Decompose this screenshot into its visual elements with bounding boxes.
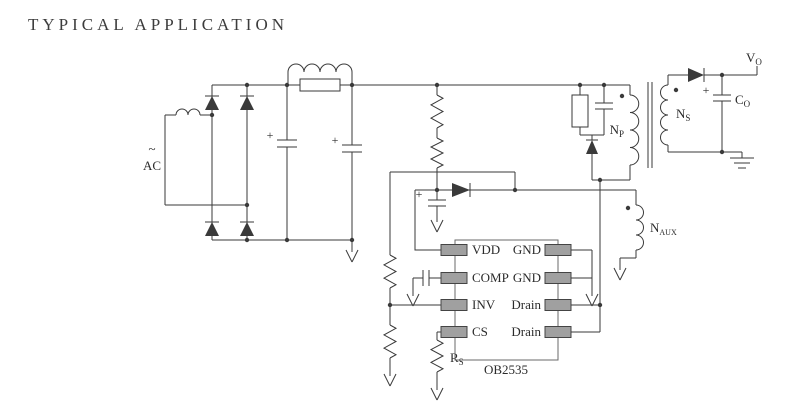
output-diode-icon (688, 68, 705, 82)
ic-ob2535: VDD COMP INV CS GND GND Drain Drain OB25… (440, 239, 572, 377)
core-lines (647, 82, 653, 168)
vdd-capacitor: + (416, 187, 446, 222)
pin-label-comp: COMP (472, 270, 509, 285)
pin-comp (440, 272, 468, 284)
pin-gnd-1 (544, 244, 572, 256)
gnd-pin-wiring (571, 249, 599, 307)
polarity-plus-label: + (703, 83, 710, 97)
startup-resistors (429, 85, 445, 190)
primary-winding (629, 94, 640, 166)
ground-symbol (430, 387, 444, 401)
aux-rectifier-diode-icon (452, 183, 471, 197)
ground-symbol (430, 219, 444, 233)
output-cap-label: CO (735, 92, 751, 109)
input-choke (175, 108, 201, 116)
diode-icon (240, 95, 254, 110)
bulk-capacitor-1: + (267, 85, 297, 240)
ground-symbol (406, 293, 420, 307)
diode-icon (240, 221, 254, 236)
ac-label: AC (143, 158, 161, 173)
ic-part-number: OB2535 (484, 362, 528, 377)
sense-resistor-label: RS (450, 350, 464, 367)
vdd-node: + (414, 183, 636, 251)
ground-symbol (585, 293, 599, 307)
phase-dot (625, 205, 631, 211)
clamp-diode-icon (586, 135, 598, 180)
phase-dot (673, 87, 679, 93)
comp-capacitor (406, 270, 441, 307)
pin-label-vdd: VDD (472, 242, 500, 257)
pin-gnd-2 (544, 272, 572, 284)
clamp-resistor (571, 94, 589, 128)
pin-cs (440, 326, 468, 338)
polarity-plus-label: + (267, 128, 274, 142)
earth-ground-symbol (730, 152, 754, 169)
cs-sense-resistor: RS (429, 331, 464, 401)
polarity-plus-label: + (332, 133, 339, 147)
pin-drain-1 (544, 299, 572, 311)
pin-label-cs: CS (472, 324, 488, 339)
pin-inv (440, 299, 468, 311)
ground-symbol (613, 267, 627, 281)
pin-label-gnd-2: GND (513, 270, 541, 285)
transformer: NP NS (610, 82, 690, 180)
output-voltage-label: VO (746, 50, 762, 67)
damping-resistor (299, 78, 341, 92)
output-capacitor: + CO (703, 75, 751, 152)
ground-symbol (383, 373, 397, 387)
pin-vdd (440, 244, 468, 256)
pin-label-drain-1: Drain (511, 297, 541, 312)
aux-winding-label: NAUX (650, 220, 677, 237)
secondary-winding (660, 84, 669, 146)
bulk-capacitor-2: + (332, 85, 362, 240)
pin-label-drain-2: Drain (511, 324, 541, 339)
inv-divider (382, 171, 516, 387)
ac-source: ~ AC (143, 114, 247, 206)
emi-filter (287, 63, 353, 92)
secondary-winding-label: NS (676, 106, 690, 123)
junction-dots (209, 72, 725, 308)
phase-dot (619, 93, 625, 99)
bridge-rectifier (205, 85, 254, 240)
output-stage: VO + CO (667, 50, 762, 169)
ac-tilde-label: ~ (148, 141, 155, 156)
polarity-plus-label: + (416, 187, 423, 201)
pin-label-inv: INV (472, 297, 496, 312)
pin-label-gnd-1: GND (513, 242, 541, 257)
drain-pin-wiring (571, 180, 601, 333)
input-ground-symbol (345, 240, 359, 263)
diode-icon (205, 95, 219, 110)
rcd-clamp (571, 85, 630, 181)
pin-drain-2 (544, 326, 572, 338)
diode-icon (205, 221, 219, 236)
power-rails (212, 84, 630, 241)
page-title: TYPICAL APPLICATION (28, 15, 288, 34)
aux-winding: NAUX (613, 190, 677, 281)
primary-winding-label: NP (610, 122, 624, 139)
